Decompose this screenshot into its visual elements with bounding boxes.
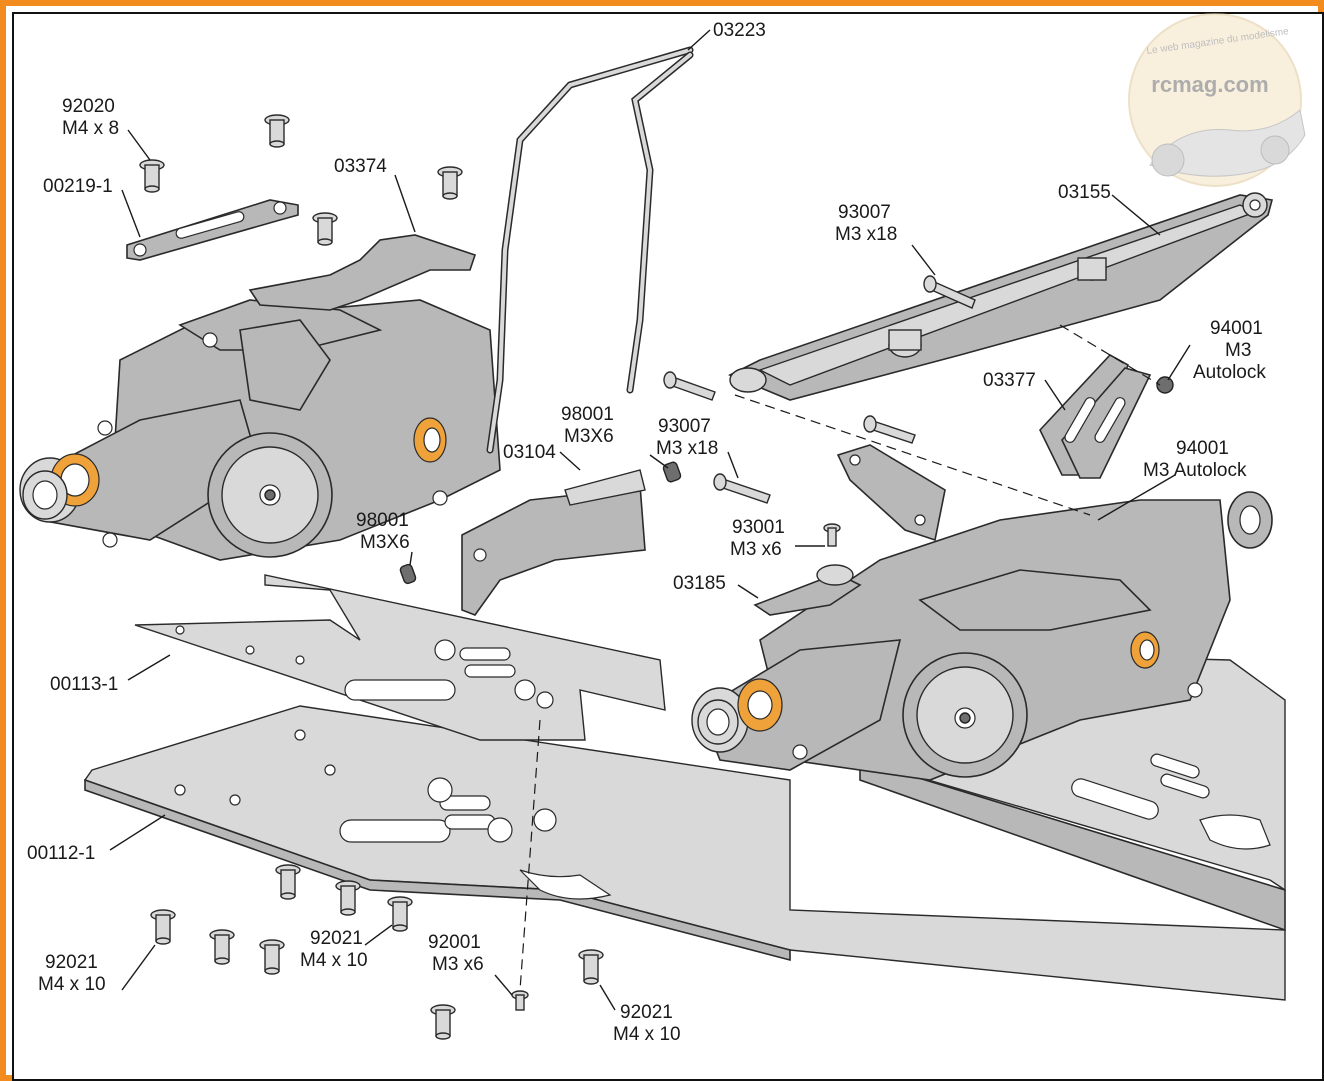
screw-92021-6 [387,896,413,932]
bracket-03104 [461,469,646,616]
label-93001-size: M3 x6 [730,539,782,560]
screw-top-3 [312,212,338,246]
link-00219 [126,199,299,261]
screw-92020 [139,159,165,193]
label-03223: 03223 [713,20,766,41]
label-98001-low-size: M3X6 [360,532,410,553]
screw-92021-8 [430,1004,456,1040]
label-92020-size: M4 x 8 [62,118,119,139]
screw-93001 [823,523,841,547]
screw-92021-3 [259,939,285,975]
screw-98001-b [399,563,417,585]
label-93007-top: 93007 [838,202,891,223]
part-labels: 03223 92020 M4 x 8 00219-1 03374 03155 9… [27,20,1266,1045]
mount-03377 [1039,353,1152,479]
label-00219: 00219-1 [43,176,113,197]
nut-94001-a [1156,376,1174,394]
label-92021-right: 92021 [620,1002,673,1023]
label-94001-mid-size: M3 Autolock [1143,460,1247,481]
label-93001: 93001 [732,517,785,538]
chassis-plate-00112 [83,705,1286,1001]
label-94001-mid: 94001 [1176,438,1229,459]
screw-92021-7 [578,949,604,985]
chassis-plate-00113 [134,574,666,741]
screw-top-2 [437,166,463,200]
arm-mount-right [836,444,946,542]
roll-bar-03223 [486,46,694,454]
label-93007-top-size: M3 x18 [835,224,897,245]
label-98001-low: 98001 [356,510,409,531]
label-98001-top: 98001 [561,404,614,425]
screw-92021-2 [209,929,235,965]
screws [139,114,1174,1040]
screw-92021-4 [275,864,301,900]
screw-92021-1 [150,909,176,945]
label-03104: 03104 [503,442,556,463]
right-gearbox [691,491,1273,781]
label-98001-top-size: M3X6 [564,426,614,447]
screw-92001 [511,990,529,1011]
label-92021-left-size: M4 x 10 [38,974,106,995]
label-03155: 03155 [1058,182,1111,203]
screw-93007-b [713,473,771,504]
top-plate-03374 [248,234,477,311]
rcmag-watermark: rcmag.com Le web magazine du modelisme [1128,13,1306,187]
label-93007-mid-size: M3 x18 [656,438,718,459]
assembly-lines [519,324,1161,991]
label-92021-left: 92021 [45,952,98,973]
arm-03185 [753,564,862,616]
label-03374: 03374 [334,156,387,177]
screw-98001-a [662,461,682,483]
label-03185: 03185 [673,573,726,594]
label-92021-mid: 92021 [310,928,363,949]
label-92021-right-size: M4 x 10 [613,1024,681,1045]
label-94001-top-size: M3 [1225,340,1251,361]
label-00112: 00112-1 [27,843,95,864]
label-93007-mid: 93007 [658,416,711,437]
screw-93007-c [663,371,716,401]
screw-92021-5 [335,880,361,916]
label-94001-top-type: Autolock [1193,362,1266,383]
label-92001: 92001 [428,932,481,953]
brace-03155 [728,192,1274,401]
screw-93007-d [863,415,916,444]
label-92021-mid-size: M4 x 10 [300,950,368,971]
screw-top-1 [264,114,290,148]
label-00113: 00113-1 [50,674,118,695]
label-92001-size: M3 x6 [432,954,484,975]
left-gearbox [19,299,501,561]
leader-lines [109,29,1191,1011]
label-92020: 92020 [62,96,115,117]
label-03377: 03377 [983,370,1036,391]
screw-93007-a [923,275,976,309]
watermark-brand: rcmag.com [1151,72,1268,97]
label-94001-top: 94001 [1210,318,1263,339]
